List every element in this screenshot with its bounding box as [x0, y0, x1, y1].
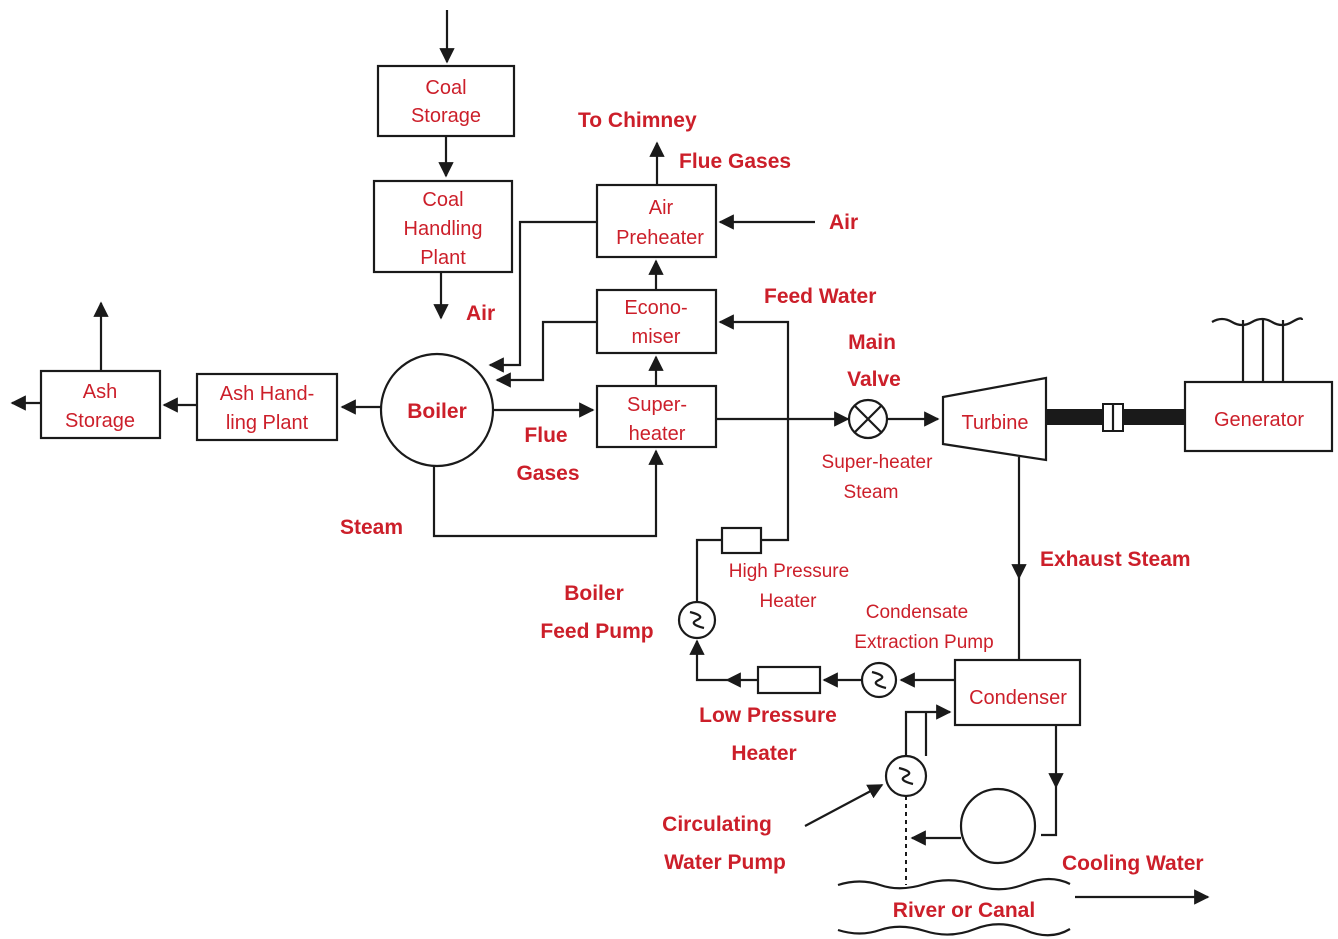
circulating-pump-pointer-arrow	[804, 784, 884, 827]
ash-handling-label-2: ling Plant	[226, 412, 309, 434]
ash-handling-label-1: Ash Hand-	[220, 383, 315, 405]
turbine-shape: Turbine	[941, 376, 1048, 462]
ash-storage-label-1: Ash	[83, 381, 117, 403]
river-label: River or Canal	[893, 899, 1035, 922]
condenser-label: Condenser	[969, 687, 1067, 709]
economiser-to-boiler-arrow	[495, 320, 597, 388]
ash-storage-box: Ash Storage	[39, 369, 162, 440]
coal-handling-plant-box: Coal Handling Plant	[372, 179, 514, 274]
low-pressure-heater-label-1: Low Pressure	[699, 704, 837, 727]
boiler-feed-pump-label-2: Feed Pump	[540, 620, 653, 643]
river-banks	[837, 877, 1071, 937]
coal-handling-label-3: Plant	[420, 247, 466, 269]
low-pressure-heater-label-2: Heater	[731, 742, 796, 765]
flue-gases-top-label: Flue Gases	[679, 150, 791, 173]
generator-box: Generator	[1183, 380, 1334, 453]
superheater-label-2: heater	[629, 423, 686, 445]
boiler-label: Boiler	[407, 400, 467, 423]
air-preheater-box: Air Preheater	[595, 183, 718, 259]
condensate-pump-label-1: Condensate	[866, 602, 968, 623]
cooling-water-label: Cooling Water	[1062, 852, 1204, 875]
condenser-box: Condenser	[953, 658, 1082, 727]
economiser-box: Econo- miser	[595, 288, 718, 355]
coal-handling-label-1: Coal	[422, 189, 463, 211]
economiser-label-2: miser	[632, 326, 681, 348]
circulating-pump-label-1: Circulating	[662, 813, 772, 836]
boiler-feed-pump-label-1: Boiler	[564, 582, 624, 605]
superheater-label-1: Super-	[627, 394, 687, 416]
steam-label: Steam	[340, 516, 403, 539]
generator-label: Generator	[1214, 409, 1304, 431]
boiler-circle: Boiler	[379, 352, 495, 468]
superheater-box: Super- heater	[595, 384, 718, 449]
preheated-air-to-boiler-arrow	[488, 220, 597, 373]
coal-storage-label-2: Storage	[411, 105, 481, 127]
economiser-label-1: Econo-	[624, 297, 687, 319]
boiler-feed-pump-symbol	[677, 600, 717, 640]
air-right-label: Air	[829, 211, 858, 234]
main-valve-label-2: Valve	[847, 368, 901, 391]
main-valve-label-1: Main	[848, 331, 896, 354]
ash-handling-plant-box: Ash Hand- ling Plant	[195, 372, 339, 442]
high-pressure-heater-label-1: High Pressure	[729, 561, 849, 582]
feed-water-label: Feed Water	[764, 285, 876, 308]
coal-storage-box: Coal Storage	[376, 64, 516, 138]
superheater-steam-label-1: Super-heater	[822, 452, 934, 473]
main-valve-symbol	[847, 398, 889, 440]
flue-gases-mid-label-1: Flue	[524, 424, 567, 447]
cooling-tank-circle	[959, 787, 1037, 865]
boiler-steam-to-superheater-arrow	[432, 449, 664, 538]
condensate-pump-label-2: Extraction Pump	[854, 632, 993, 653]
exhaust-steam-label: Exhaust Steam	[1040, 548, 1191, 571]
air-preheater-label-1: Air	[649, 197, 674, 219]
to-chimney-label: To Chimney	[578, 109, 697, 132]
superheater-steam-label-2: Steam	[844, 482, 899, 503]
high-pressure-heater-box	[720, 526, 763, 555]
circulating-water-pump-symbol	[884, 754, 928, 798]
condensate-extraction-pump-symbol	[860, 661, 898, 699]
feed-pump-to-hp-heater-line	[695, 538, 722, 602]
flue-gases-mid-label-2: Gases	[516, 462, 579, 485]
ash-storage-label-2: Storage	[65, 410, 135, 432]
coal-storage-label-1: Coal	[425, 77, 466, 99]
cooling-out-line	[1041, 787, 1058, 837]
high-pressure-heater-label-2: Heater	[759, 591, 817, 612]
turbine-label: Turbine	[961, 412, 1028, 434]
generator-output-lines	[1211, 317, 1304, 382]
hp-heater-to-economiser-arrow	[718, 314, 790, 542]
circulating-to-condenser-arrow	[904, 704, 952, 740]
circulating-pump-label-2: Water Pump	[664, 851, 786, 874]
air-left-label: Air	[466, 302, 495, 325]
air-preheater-label-2: Preheater	[616, 227, 704, 249]
lp-to-feed-pump-arrow	[689, 639, 727, 682]
coal-handling-label-2: Handling	[404, 218, 483, 240]
low-pressure-heater-box	[756, 665, 822, 695]
